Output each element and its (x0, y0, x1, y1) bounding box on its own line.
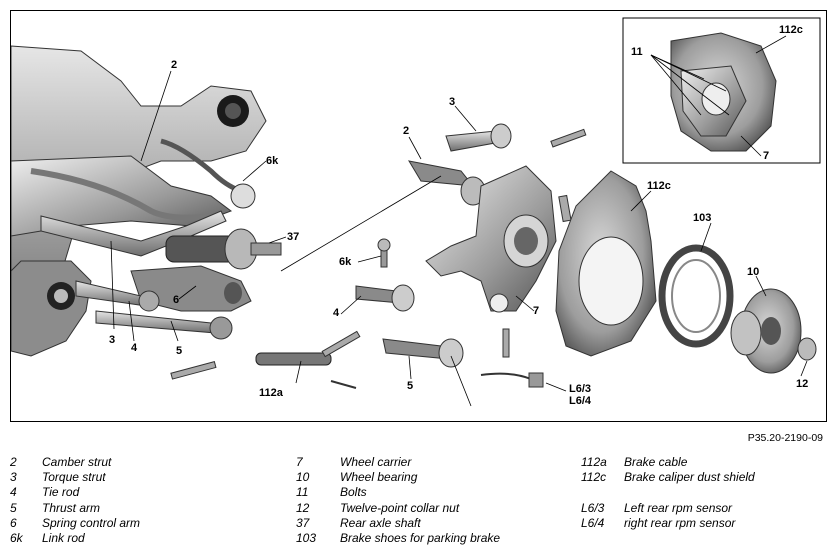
legend-column-3: 112a Brake cable 112c Brake caliper dust s… (581, 454, 755, 530)
callout-6: 6 (173, 294, 179, 306)
callout-4-left: 4 (131, 342, 138, 354)
tie-rod-right (355, 284, 415, 312)
spring-control-arm (130, 265, 252, 312)
legend-row: 11 Bolts (296, 485, 500, 500)
rear-axle-shaft (165, 183, 282, 270)
legend-text: Left rear rpm sensor (624, 500, 733, 515)
leader-lines (110, 70, 808, 407)
legend-text: Spring control arm (42, 515, 141, 530)
legend-row: 10 Wheel bearing (296, 469, 500, 484)
legend-text: Brake cable (624, 454, 688, 469)
parts-legend: 2 Camber strut 3 Torque strut 4 Tie rod 5 Th… (10, 454, 830, 552)
callout-12: 12 (796, 378, 808, 390)
legend-row: 4 Tie rod (10, 485, 140, 500)
legend-text: Link rod (42, 531, 85, 546)
legend-row: 112c Brake caliper dust shield (581, 469, 755, 484)
wheel-carrier (425, 165, 557, 313)
link-rod-right (377, 238, 391, 268)
legend-row: L6/4 right rear rpm sensor (581, 515, 755, 530)
legend-text: Wheel carrier (340, 454, 412, 469)
legend-number: L6/3 (581, 500, 605, 515)
exploded-view-drawing: 2 6k 37 3 4 5 6 112a 3 2 6k 4 5 7 112c 1… (11, 17, 821, 407)
callout-112a: 112a (259, 387, 284, 399)
legend-row: 5 Thrust arm (10, 500, 140, 515)
legend-number: 103 (296, 531, 317, 546)
legend-row: 6k Link rod (10, 530, 140, 545)
legend-number: 12 (296, 500, 310, 515)
legend-text: Brake caliper dust shield (624, 469, 755, 484)
legend-number: 3 (10, 469, 17, 484)
callout-5-right: 5 (407, 380, 413, 392)
torque-strut-right (445, 123, 512, 152)
bolts (170, 128, 587, 380)
legend-column-2: 7 Wheel carrier 10 Wheel bearing 11 Bolts 1… (296, 454, 500, 546)
legend-text: Torque strut (42, 469, 106, 484)
callout-2-right: 2 (403, 125, 409, 137)
legend-row: 12 Twelve-point collar nut (296, 500, 500, 515)
callout-37: 37 (287, 231, 299, 243)
brake-dust-shield (555, 170, 657, 357)
legend-number: 7 (296, 454, 303, 469)
inset-callout-11: 11 (631, 46, 643, 58)
legend-row: 7 Wheel carrier (296, 454, 500, 469)
callout-112c: 112c (647, 180, 671, 192)
diagram-frame: 2 6k 37 3 4 5 6 112a 3 2 6k 4 5 7 112c 1… (10, 10, 827, 422)
legend-text: Wheel bearing (340, 469, 418, 484)
figure-code: P35.20-2190-09 (747, 432, 823, 444)
legend-number: 37 (296, 515, 310, 530)
legend-text: right rear rpm sensor (624, 515, 736, 530)
legend-row: L6/3 Left rear rpm sensor (581, 500, 755, 515)
legend-row: 103 Brake shoes for parking brake (296, 530, 500, 545)
legend-row: 6 Spring control arm (10, 515, 140, 530)
wheel-bearing (730, 288, 802, 374)
callout-103: 103 (693, 212, 711, 224)
rpm-sensor (480, 372, 544, 388)
inset-callout-112c: 112c (779, 24, 803, 36)
callout-6k-right: 6k (339, 256, 352, 268)
parking-brake-shoes (658, 244, 734, 348)
legend-row: 2 Camber strut (10, 454, 140, 469)
inset-detail (622, 17, 821, 164)
legend-number: 2 (10, 454, 17, 469)
callout-3-right: 3 (449, 96, 455, 108)
torque-strut (40, 210, 227, 257)
legend-text: Twelve-point collar nut (340, 500, 460, 515)
legend-number: 112c (581, 469, 607, 484)
legend-text: Thrust arm (42, 500, 101, 515)
callout-5-left: 5 (176, 345, 182, 357)
rear-axle-subframe (11, 45, 267, 357)
tie-rod-left (75, 280, 160, 312)
legend-row: 37 Rear axle shaft (296, 515, 500, 530)
legend-number: L6/4 (581, 515, 605, 530)
callout-4-right: 4 (333, 307, 340, 319)
legend-text: Rear axle shaft (340, 515, 421, 530)
callout-2-left: 2 (171, 59, 177, 71)
collar-nut (797, 337, 817, 361)
thrust-arm-left (95, 310, 233, 340)
callout-7: 7 (533, 305, 539, 317)
legend-number: 11 (296, 485, 309, 500)
brake-cable (255, 352, 357, 389)
camber-strut-right (407, 160, 486, 206)
legend-text: Bolts (340, 485, 367, 500)
inset-callout-7: 7 (763, 150, 769, 162)
callout-l6-4: L6/4 (569, 395, 592, 407)
callout-6k-left: 6k (266, 155, 279, 167)
legend-number: 5 (10, 500, 17, 515)
callout-l6-3: L6/3 (569, 383, 591, 395)
legend-text: Brake shoes for parking brake (340, 531, 501, 546)
legend-number: 112a (581, 454, 607, 469)
legend-text: Camber strut (42, 454, 112, 469)
legend-number: 4 (10, 485, 17, 500)
legend-number: 6k (10, 531, 23, 546)
callout-10: 10 (747, 266, 759, 278)
legend-number: 6 (10, 515, 17, 530)
legend-number: 10 (296, 469, 310, 484)
thrust-arm-right (382, 338, 464, 368)
callout-3-left: 3 (109, 334, 115, 346)
legend-row: 112a Brake cable (581, 454, 755, 469)
legend-column-1: 2 Camber strut 3 Torque strut 4 Tie rod 5 Th… (10, 454, 140, 546)
legend-row: 3 Torque strut (10, 469, 140, 484)
legend-text: Tie rod (42, 485, 80, 500)
